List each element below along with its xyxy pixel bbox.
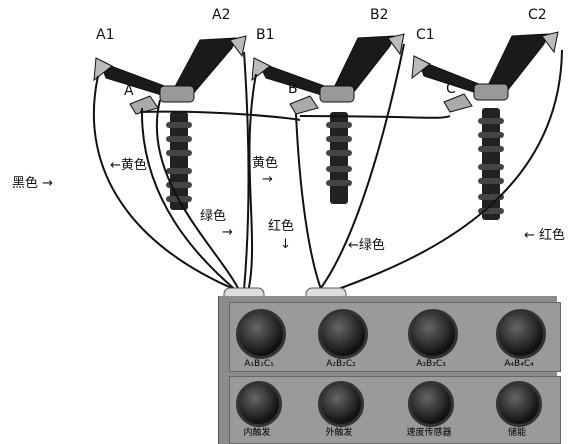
port-label-a4b4c4: A₄B₄C₄ bbox=[504, 359, 534, 369]
wire-label-green-mid: 绿色 bbox=[200, 209, 227, 224]
label-b: B bbox=[288, 81, 298, 97]
wire-label-yellow-mid-arrow: → bbox=[262, 172, 273, 187]
port-label-a2b2c2: A₂B₂C₂ bbox=[326, 359, 356, 369]
port-label-speed-sensor: 速度传感器 bbox=[406, 428, 452, 438]
wire-label-red-right: ← 红色 bbox=[524, 228, 566, 243]
clamp-b bbox=[251, 33, 405, 115]
port-label-external-trigger: 外触发 bbox=[325, 428, 353, 438]
port-a1b1c1[interactable] bbox=[236, 309, 286, 359]
label-c1: C1 bbox=[416, 27, 435, 43]
label-c: C bbox=[446, 81, 456, 97]
wire-label-yellow-left: ←黄色 bbox=[110, 158, 147, 173]
panel-row-2: 内触发 外触发 速度传感器 储能 bbox=[229, 376, 561, 444]
wire-label-red-mid-arrow: ↓ bbox=[280, 237, 291, 252]
wire-label-green-right: ←绿色 bbox=[348, 238, 385, 253]
clamp-c bbox=[411, 31, 559, 113]
wires bbox=[92, 43, 563, 293]
port-speed-sensor[interactable] bbox=[408, 381, 454, 427]
wire-label-black: 黑色 → bbox=[12, 176, 54, 191]
wire-label-yellow-mid: 黄色 bbox=[252, 156, 279, 171]
label-b2: B2 bbox=[370, 7, 389, 23]
insulator-a bbox=[166, 112, 192, 210]
port-a3b3c3[interactable] bbox=[408, 309, 458, 359]
port-a2b2c2[interactable] bbox=[318, 309, 368, 359]
label-a1: A1 bbox=[96, 27, 115, 43]
port-label-energy-storage: 储能 bbox=[507, 428, 526, 438]
port-label-internal-trigger: 内触发 bbox=[243, 428, 271, 438]
port-energy-storage[interactable] bbox=[496, 381, 542, 427]
label-b1: B1 bbox=[256, 27, 275, 43]
clamp-a bbox=[93, 35, 247, 115]
port-external-trigger[interactable] bbox=[318, 381, 364, 427]
port-a4b4c4[interactable] bbox=[496, 309, 546, 359]
insulator-b bbox=[326, 112, 352, 204]
wire-label-red-mid: 红色 bbox=[268, 219, 295, 234]
port-label-a1b1c1: A₁B₁C₁ bbox=[244, 359, 274, 369]
panel-row-1: A₁B₁C₁ A₂B₂C₂ A₃B₃C₃ A₄B₄C₄ bbox=[229, 302, 561, 372]
label-c2: C2 bbox=[528, 7, 547, 23]
port-label-a3b3c3: A₃B₃C₃ bbox=[416, 359, 446, 369]
label-a: A bbox=[124, 83, 134, 99]
wire-label-green-mid-arrow: → bbox=[222, 225, 233, 240]
control-panel: A₁B₁C₁ A₂B₂C₂ A₃B₃C₃ A₄B₄C₄ 内触发 外触发 速度传感… bbox=[218, 296, 561, 444]
label-a2: A2 bbox=[212, 7, 231, 23]
insulator-c bbox=[478, 108, 504, 220]
port-internal-trigger[interactable] bbox=[236, 381, 282, 427]
